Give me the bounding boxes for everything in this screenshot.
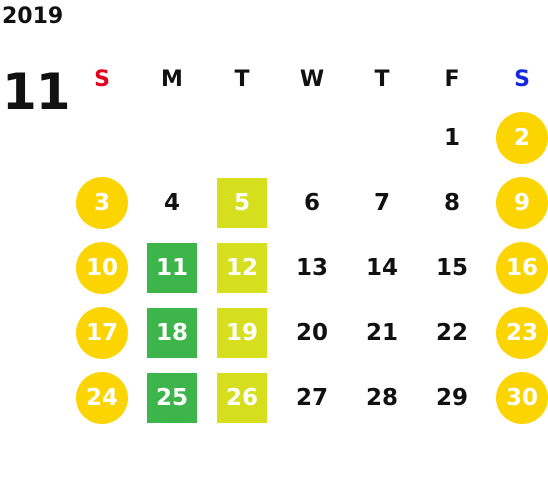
calendar-empty-cell <box>146 112 198 164</box>
calendar-day: 24 <box>76 371 128 424</box>
calendar-day: 2 <box>496 111 548 164</box>
calendar-year: 2019 <box>2 4 64 29</box>
calendar-day: 13 <box>295 254 328 281</box>
weekday-saturday: S <box>514 67 530 92</box>
calendar-empty-cell <box>286 112 338 164</box>
weekday-sunday: S <box>94 67 110 92</box>
calendar-day: 3 <box>76 176 128 229</box>
calendar-day: 1 <box>443 124 460 151</box>
calendar-day: 23 <box>496 306 548 359</box>
calendar-day: 29 <box>435 384 468 411</box>
calendar-day: 28 <box>365 384 398 411</box>
calendar-day: 12 <box>217 242 267 293</box>
weekday-tuesday: T <box>234 67 250 92</box>
calendar-day: 25 <box>147 372 197 423</box>
calendar-day: 10 <box>76 241 128 294</box>
calendar-day: 11 <box>147 242 197 293</box>
calendar-month: 11 <box>2 63 71 121</box>
calendar-day: 17 <box>76 306 128 359</box>
calendar-day: 22 <box>435 319 468 346</box>
calendar-empty-cell <box>216 112 268 164</box>
calendar-day: 7 <box>373 189 390 216</box>
weekday-friday: F <box>444 67 460 92</box>
weekday-thursday: T <box>374 67 390 92</box>
weekday-monday: M <box>161 67 183 92</box>
calendar-day: 18 <box>147 307 197 358</box>
calendar-day: 15 <box>435 254 468 281</box>
calendar-day: 20 <box>295 319 328 346</box>
calendar-day: 19 <box>217 307 267 358</box>
calendar-day: 16 <box>496 241 548 294</box>
calendar-day: 8 <box>443 189 460 216</box>
calendar-day: 5 <box>217 177 267 228</box>
calendar-empty-cell <box>76 112 128 164</box>
calendar-day: 30 <box>496 371 548 424</box>
calendar-day: 27 <box>295 384 328 411</box>
calendar-day: 6 <box>303 189 320 216</box>
calendar-day: 26 <box>217 372 267 423</box>
calendar-day: 4 <box>163 189 180 216</box>
weekday-wednesday: W <box>299 67 325 92</box>
calendar-empty-cell <box>356 112 408 164</box>
calendar-day: 9 <box>496 176 548 229</box>
calendar-day: 21 <box>365 319 398 346</box>
calendar-day: 14 <box>365 254 398 281</box>
